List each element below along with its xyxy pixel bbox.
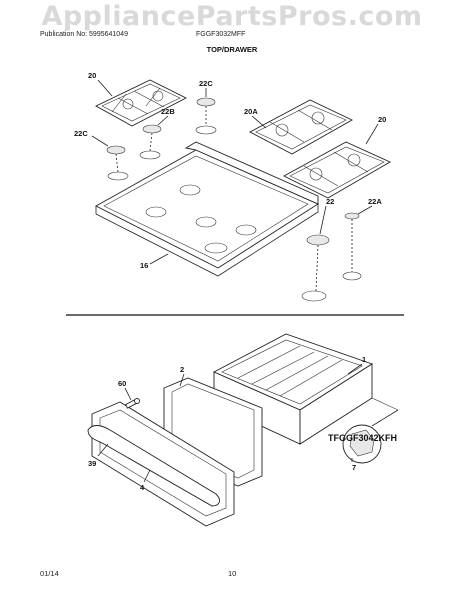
grate-right (283, 141, 391, 199)
callout-grate-right: 20 (378, 115, 386, 124)
burner-cap-22c-left (106, 145, 126, 155)
callout-front-panel: 4 (140, 483, 145, 492)
burner-cap-22b (142, 124, 162, 134)
diagram-model-code: TFGGF3042KFH (328, 433, 398, 443)
callout-cap-22c-left: 22C (74, 129, 88, 138)
footer-page-number: 10 (228, 569, 237, 578)
burner-cap-22a (344, 212, 360, 220)
burner-cap-22c-top (196, 97, 216, 107)
model-number: FGGF3032MFF (196, 31, 246, 38)
callout-cap-22c-top: 22C (199, 79, 213, 88)
drawer-handle (87, 425, 220, 507)
leader-lines-top (91, 79, 379, 292)
watermark: AppliancePartsPros.com (41, 1, 423, 32)
publication-number: Publication No: 5995641049 (40, 31, 128, 38)
callout-handle: 39 (88, 459, 96, 468)
callout-drawer-body: 1 (362, 355, 366, 364)
callout-bracket: 7 (352, 463, 356, 472)
callout-cap-22b: 22B (161, 107, 175, 116)
footer-date: 01/14 (40, 569, 59, 578)
burner-head (342, 271, 362, 281)
callout-cooktop: 16 (140, 261, 148, 270)
callout-drawer-liner: 2 (180, 365, 184, 374)
bracket-inset (342, 409, 399, 464)
grate-left (95, 79, 187, 127)
callout-cap-22: 22 (326, 197, 334, 206)
burner-head (139, 150, 161, 160)
burner-head (107, 171, 129, 181)
section-title: TOP/DRAWER (206, 45, 258, 54)
callout-screw: 60 (118, 379, 126, 388)
burner-head (301, 290, 327, 302)
callout-grate-20a: 20A (244, 107, 258, 116)
burner-cap-22 (306, 234, 330, 246)
callout-cap-22a: 22A (368, 197, 382, 206)
cooktop (95, 141, 319, 277)
screw (125, 398, 140, 409)
grate-center (249, 99, 353, 155)
burner-head (195, 125, 217, 135)
callout-grate-left: 20 (88, 71, 96, 80)
leader-lines-drawer (97, 363, 363, 483)
